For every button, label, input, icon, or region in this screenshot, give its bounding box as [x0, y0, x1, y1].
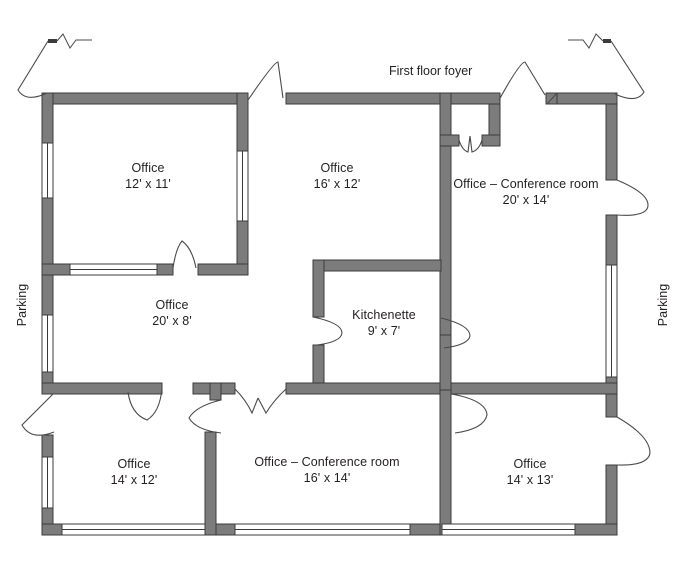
room-dimensions: 20' x 14' [502, 193, 550, 207]
window-group [41, 142, 618, 536]
room-label-office-12x11: Office 12' x 11' [88, 160, 208, 192]
window-left-2 [41, 314, 54, 373]
door-group [17, 33, 651, 466]
wall-office1-right-b [236, 220, 249, 271]
wall-kitchen-right-vertical [439, 334, 452, 394]
window-bottom-1 [61, 523, 206, 536]
room-label-conference-20x14: Office – Conference room 20' x 14' [446, 176, 606, 208]
room-name: Office [513, 457, 547, 471]
door-lower-conference-entry [188, 399, 222, 434]
door-closet-double [458, 135, 483, 153]
room-label-office-14x12: Office 14' x 12' [74, 456, 194, 488]
room-name: Office – Conference room [254, 455, 400, 469]
window-bottom-2 [234, 523, 411, 536]
wall-mid-horizontal-center [285, 382, 452, 395]
window-left-3 [41, 456, 54, 509]
room-name: Office – Conference room [453, 177, 599, 191]
wall-left-upper-a [41, 92, 54, 144]
foyer-label: First floor foyer [389, 64, 473, 78]
wall-kitchenette-top [312, 259, 442, 272]
room-dimensions: 16' x 12' [313, 177, 361, 191]
parking-label-left: Parking [15, 283, 29, 327]
door-foyer-left [247, 61, 284, 101]
room-label-office-20x8: Office 20' x 8' [112, 297, 232, 329]
wall-office1-bottom-left [41, 263, 71, 276]
parking-label-right: Parking [656, 283, 670, 327]
wall-bottom-left-stub [41, 523, 63, 536]
wall-kitchenette-left-a [312, 259, 325, 318]
wall-top-left [41, 92, 249, 105]
wall-bottom-center-stub [409, 523, 443, 536]
room-dimensions: 16' x 14' [303, 471, 351, 485]
wall-left-lower-a [41, 434, 54, 458]
door-kitchenette-left [312, 316, 343, 346]
wall-office1-bottom-right [156, 263, 174, 276]
wall-closet-bottom-right [481, 134, 501, 147]
room-label-office-16x12: Office 16' x 12' [277, 160, 397, 192]
wall-mid-horizontal-left [41, 382, 163, 395]
door-entry-top-left [17, 33, 92, 98]
room-dimensions: 14' x 12' [110, 473, 158, 487]
door-right-upper-corridor [546, 92, 558, 105]
room-dimensions: 20' x 8' [152, 314, 192, 328]
room-label-kitchenette-9x7: Kitchenette 9' x 7' [324, 307, 444, 339]
door-conference-right-exterior [616, 179, 649, 216]
room-name: Office [131, 161, 165, 175]
door-kitchenette-right [440, 317, 471, 349]
window-bottom-3 [441, 523, 576, 536]
wall-lower-right-top [450, 382, 618, 395]
door-center-double-lower [234, 388, 287, 415]
room-name: Office [155, 298, 189, 312]
wall-top-closet [446, 92, 501, 105]
wall-left-upper-b [41, 197, 54, 266]
door-office-20x8-lower-left [127, 387, 163, 421]
room-name: Office [320, 161, 354, 175]
door-entry-top-right [568, 33, 645, 100]
wall-lower-divider-left [204, 431, 217, 536]
room-name: Office [117, 457, 151, 471]
room-label-office-14x13: Office 14' x 13' [470, 456, 590, 488]
room-dimensions: 14' x 13' [506, 473, 554, 487]
window-office1-bottom [69, 263, 158, 276]
window-left-1 [41, 142, 54, 199]
wall-group [41, 92, 618, 536]
wall-closet-bottom-left [439, 134, 460, 147]
door-foyer-right [498, 61, 546, 101]
room-label-conference-16x14: Office – Conference room 16' x 14' [247, 454, 407, 486]
room-name: Kitchenette [352, 308, 416, 322]
door-office-12x11 [172, 240, 197, 269]
window-right-1 [605, 264, 618, 378]
door-lower-right-office [450, 393, 488, 434]
wall-office1-right-a [236, 92, 249, 152]
wall-bottom-right-stub [574, 523, 618, 536]
door-lower-right-exterior [616, 416, 651, 466]
room-dimensions: 9' x 7' [367, 324, 401, 338]
wall-right-upper [605, 103, 618, 181]
wall-lower-divider-right [439, 389, 452, 536]
room-dimensions: 12' x 11' [125, 177, 171, 191]
wall-top-center [285, 92, 448, 105]
window-office1-right [236, 150, 249, 222]
door-lower-left-corridor [21, 393, 55, 436]
wall-office1-bottom-far [197, 263, 249, 276]
wall-right-mid-a [605, 214, 618, 266]
wall-mid-stub-down [209, 382, 222, 401]
